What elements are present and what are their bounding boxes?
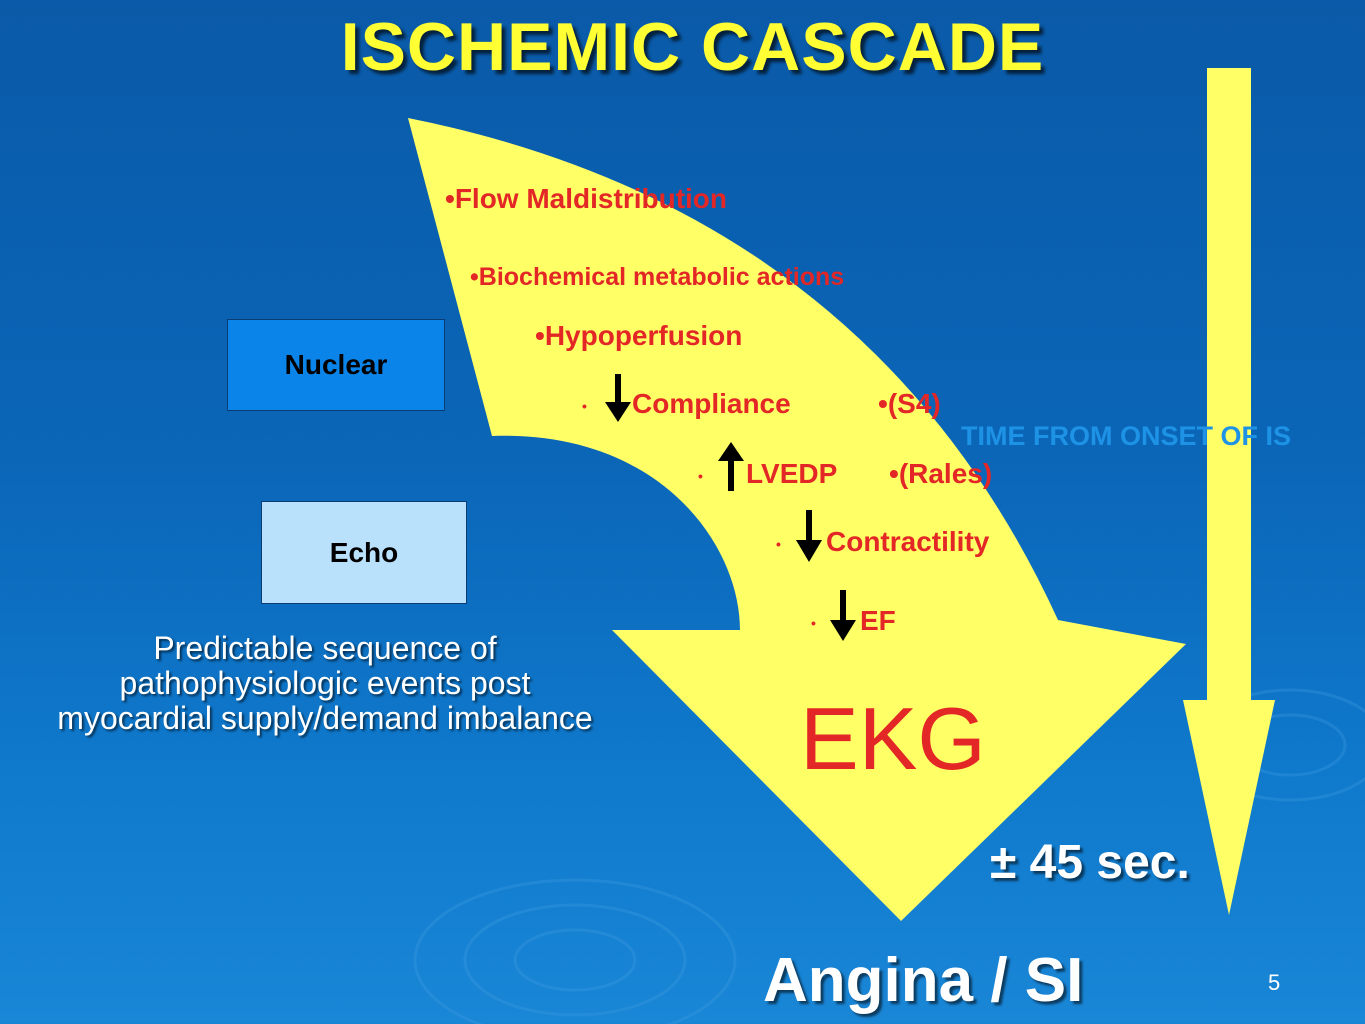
down-arrow-icon [605, 374, 631, 422]
step-lvedp: LVEDP [746, 458, 838, 489]
nuclear-label: Nuclear [284, 349, 388, 380]
bullet: • [776, 535, 781, 552]
ripple-decoration [413, 688, 1365, 1024]
step-compliance-bullet: • [582, 390, 589, 418]
duration-label: ± 45 sec. [990, 836, 1190, 889]
up-arrow-icon [718, 442, 744, 491]
bullet: • [582, 397, 587, 414]
bullet: • [470, 263, 479, 291]
step-rales: •(Rales) [889, 458, 993, 489]
bullet: • [889, 458, 899, 489]
description-line: pathophysiologic events post [119, 665, 531, 701]
step-contractility: Contractility [826, 526, 990, 557]
bullet: • [535, 320, 545, 351]
nuclear-box: Nuclear [227, 319, 445, 411]
echo-label: Echo [329, 536, 399, 568]
bullet: • [811, 614, 816, 631]
bullet: • [698, 467, 703, 484]
step-compliance: Compliance [632, 388, 791, 419]
description-text: Predictable sequence of pathophysiologic… [15, 631, 635, 736]
step-lvedp-bullet: • [698, 460, 705, 488]
step-contractility-bullet: • [776, 528, 783, 556]
down-arrow-icon [796, 510, 822, 562]
description-line: myocardial supply/demand imbalance [57, 700, 593, 736]
step-hypoperfusion: •Hypoperfusion [535, 320, 743, 351]
time-arrow [1183, 68, 1275, 915]
bullet: • [445, 183, 455, 214]
step-flow-maldistribution: •Flow Maldistribution [445, 183, 728, 214]
ekg-label: EKG [800, 689, 986, 788]
cascade-arrow [408, 118, 1186, 921]
slide-number: 5 [1268, 970, 1281, 995]
step-s4: •(S4) [878, 388, 941, 419]
slide-title: ISCHEMIC CASCADE [340, 9, 1045, 85]
outcome-label: Angina / SI [763, 946, 1084, 1015]
down-arrow-icon [830, 590, 856, 641]
step-biochemical: •Biochemical metabolic actions [470, 263, 845, 291]
step-ef-bullet: • [811, 607, 818, 635]
time-axis-label: TIME FROM ONSET OF IS [961, 421, 1291, 451]
description-line: Predictable sequence of [153, 630, 497, 666]
echo-box: Echo [261, 501, 467, 604]
bullet: • [878, 388, 888, 419]
step-ef: EF [860, 605, 896, 636]
